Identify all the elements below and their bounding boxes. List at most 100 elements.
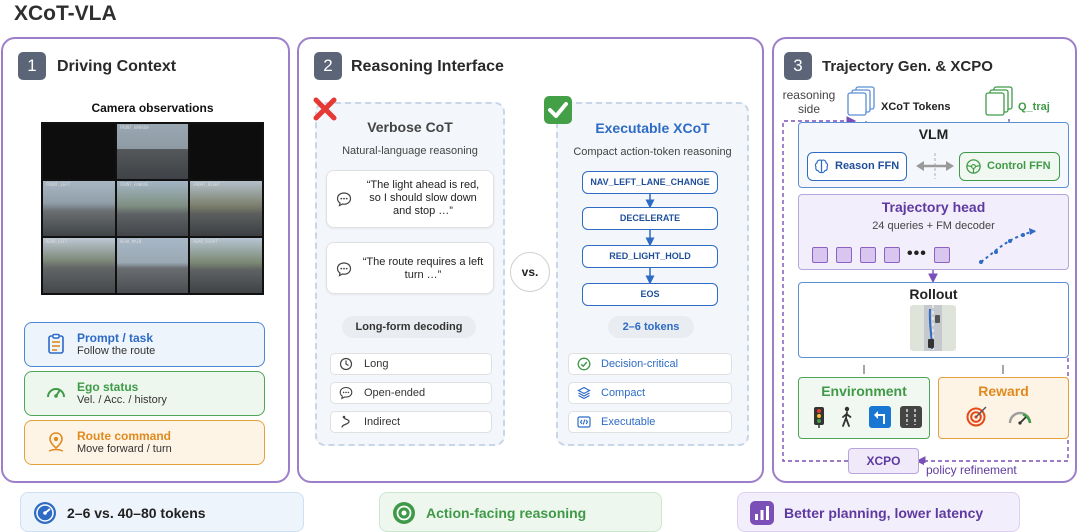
check-circle-icon bbox=[577, 357, 591, 371]
control-ffn-box: Control FFN bbox=[959, 152, 1060, 181]
reward-title: Reward bbox=[978, 383, 1029, 399]
token-nav-left-lane-change: NAV_LEFT_LANE_CHANGE bbox=[582, 171, 718, 194]
exec-item-compact: Compact bbox=[568, 382, 732, 404]
q-traj-label: Q_traj bbox=[1018, 101, 1050, 113]
clock-icon bbox=[339, 357, 353, 371]
verbose-bubble-1-text: “The light ahead is red, so I should slo… bbox=[366, 179, 480, 217]
verbose-item-open-ended: Open-ended bbox=[330, 382, 492, 404]
ego-title: Ego status bbox=[77, 380, 139, 394]
verbose-cot-subtitle: Natural-language reasoning bbox=[342, 145, 478, 157]
camera-label: REAR_MAIN bbox=[119, 239, 142, 244]
token-count-pill: 2–6 tokens bbox=[608, 316, 694, 338]
rollout-scene-icon bbox=[910, 305, 956, 351]
token-count-highlight: 2–6 vs. 40–80 tokens bbox=[20, 492, 304, 532]
query-token bbox=[884, 247, 900, 263]
camera-label: FRONT_RIGHT bbox=[193, 182, 220, 187]
camera-blank bbox=[190, 124, 262, 179]
token-decelerate: DECELERATE bbox=[582, 207, 718, 230]
xcpo-box: XCPO bbox=[848, 448, 919, 474]
speed-gauge-icon bbox=[34, 502, 56, 524]
traffic-light-icon bbox=[814, 407, 824, 428]
clipboard-icon bbox=[48, 333, 64, 354]
environment-title: Environment bbox=[821, 383, 907, 399]
camera-front-panove: FRONT_PANOVE bbox=[116, 181, 189, 236]
camera-observations-title: Camera observations bbox=[91, 101, 214, 115]
prompt-title: Prompt / task bbox=[77, 331, 154, 345]
camera-rear-left: REAR_LEFT bbox=[43, 238, 115, 293]
chat-icon bbox=[339, 386, 353, 400]
ego-status-box: Ego status Vel. / Acc. / history bbox=[24, 371, 265, 416]
reason-ffn-label: Reason FFN bbox=[835, 160, 900, 172]
camera-label: FRONT_LEFT bbox=[46, 182, 71, 187]
target-icon bbox=[393, 502, 415, 524]
code-icon bbox=[577, 416, 591, 428]
query-token bbox=[836, 247, 852, 263]
control-ffn-label: Control FFN bbox=[987, 160, 1051, 172]
q-traj-icon bbox=[985, 86, 1013, 116]
verbose-bubble-2-text: “The route requires a left turn …” bbox=[362, 256, 484, 281]
panel-title-driving-context: Driving Context bbox=[57, 58, 177, 75]
camera-front-right: FRONT_RIGHT bbox=[190, 181, 262, 236]
bar-chart-icon bbox=[750, 501, 774, 525]
token-flow-arrows bbox=[645, 193, 655, 285]
gauge-icon bbox=[1008, 411, 1032, 425]
vs-badge: vs. bbox=[510, 252, 550, 292]
executable-xcot-title: Executable XCoT bbox=[595, 120, 710, 136]
token-count-text: 2–6 vs. 40–80 tokens bbox=[67, 505, 206, 521]
verbose-item-indirect: Indirect bbox=[330, 411, 492, 433]
query-token bbox=[812, 247, 828, 263]
route-pin-icon bbox=[48, 432, 64, 452]
camera-rear-right: REAR_RIGHT bbox=[190, 238, 262, 293]
panel-number-2: 2 bbox=[314, 52, 342, 80]
speech-bubble-icon bbox=[336, 192, 352, 207]
trajectory-curve-icon bbox=[979, 228, 1037, 264]
ego-text: Vel. / Acc. / history bbox=[77, 394, 167, 406]
reasoning-side-label: reasoning side bbox=[782, 88, 836, 116]
exec-item-label: Compact bbox=[601, 387, 646, 399]
route-command-box: Route command Move forward / turn bbox=[24, 420, 265, 465]
xcot-tokens-label: XCoT Tokens bbox=[881, 101, 951, 113]
verbose-bubble-2: “The route requires a left turn …” bbox=[326, 242, 494, 294]
speedometer-icon bbox=[47, 388, 65, 398]
page-title: XCoT-VLA bbox=[14, 2, 117, 25]
layers-icon bbox=[577, 386, 591, 400]
query-token bbox=[934, 247, 950, 263]
executable-xcot-subtitle: Compact action-token reasoning bbox=[573, 146, 732, 158]
pedestrian-icon bbox=[842, 406, 852, 427]
panel-number-3: 3 bbox=[784, 52, 812, 80]
camera-front-left: FRONT_LEFT bbox=[43, 181, 115, 236]
panel-number-1: 1 bbox=[18, 52, 46, 80]
camera-label: FRONT_PANOVE bbox=[119, 182, 149, 187]
target-icon bbox=[966, 406, 987, 427]
camera-front-narrow: FRONT_NARROW bbox=[116, 124, 189, 179]
verbose-item-label: Open-ended bbox=[364, 387, 426, 399]
action-facing-text: Action-facing reasoning bbox=[426, 505, 587, 521]
winding-path-icon bbox=[341, 415, 350, 428]
reward-box bbox=[938, 377, 1069, 439]
exec-item-label: Decision-critical bbox=[601, 358, 679, 370]
brain-icon bbox=[814, 159, 829, 174]
panel-title-trajectory: Trajectory Gen. & XCPO bbox=[822, 58, 993, 75]
query-token bbox=[860, 247, 876, 263]
speech-bubble-icon bbox=[336, 262, 352, 277]
verbose-bubble-1: “The light ahead is red, so I should slo… bbox=[326, 170, 494, 228]
long-form-decoding-pill: Long-form decoding bbox=[342, 316, 476, 338]
route-text: Move forward / turn bbox=[77, 443, 172, 455]
bidirectional-arrow-icon bbox=[916, 153, 954, 179]
token-eos: EOS bbox=[582, 283, 718, 306]
camera-label: FRONT_NARROW bbox=[119, 125, 149, 130]
panel-title-reasoning-interface: Reasoning Interface bbox=[351, 58, 504, 75]
camera-rear-main: REAR_MAIN bbox=[116, 238, 189, 293]
verbose-item-label: Indirect bbox=[364, 416, 401, 428]
rollout-title: Rollout bbox=[909, 286, 958, 302]
green-check-icon bbox=[544, 96, 572, 124]
trajectory-head-subtitle: 24 queries + FM decoder bbox=[872, 220, 995, 232]
route-title: Route command bbox=[77, 429, 172, 443]
camera-label: REAR_LEFT bbox=[46, 239, 68, 244]
verbose-item-label: Long bbox=[364, 358, 389, 370]
prompt-text: Follow the route bbox=[77, 345, 156, 357]
action-facing-highlight: Action-facing reasoning bbox=[379, 492, 662, 532]
left-turn-sign-icon bbox=[869, 406, 891, 428]
steering-wheel-icon bbox=[966, 159, 981, 174]
policy-refinement-label: policy refinement bbox=[924, 463, 1019, 477]
